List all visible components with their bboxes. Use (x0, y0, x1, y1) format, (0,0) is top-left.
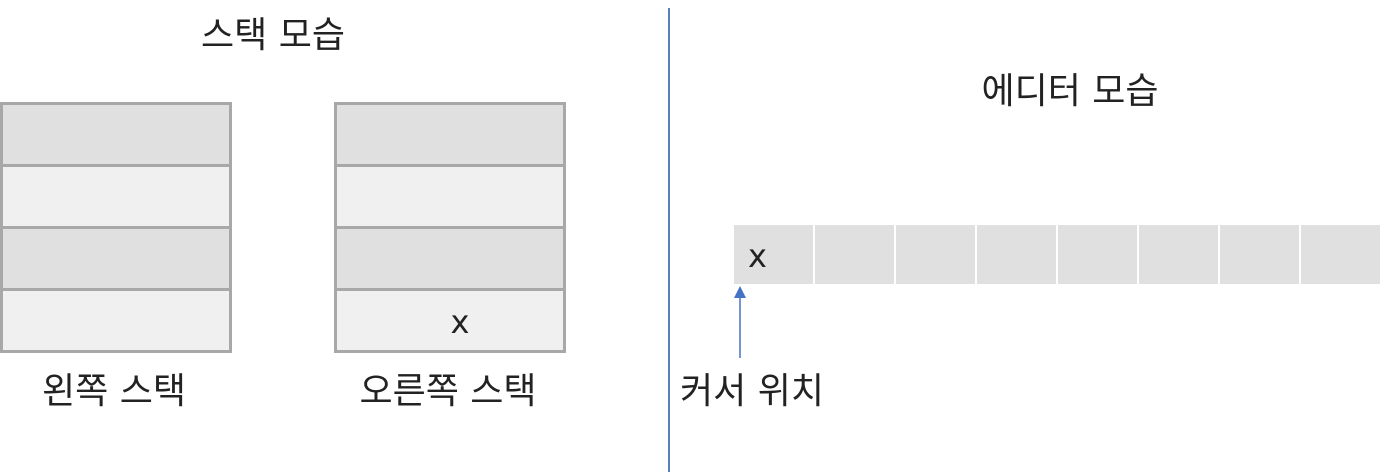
stack-cell (337, 105, 563, 167)
stack-cell (337, 229, 563, 291)
stack-view-title: 스택 모습 (201, 15, 345, 56)
left-stack (0, 102, 232, 353)
editor-cell-value: x (748, 237, 767, 275)
stack-cell (3, 105, 229, 167)
stack-cell: x (337, 291, 563, 353)
stack-cell (3, 167, 229, 229)
stack-cell (3, 291, 229, 353)
editor-cell: x (734, 225, 813, 284)
editor-buffer: x (734, 225, 1380, 284)
editor-cell (1139, 225, 1218, 284)
editor-view-title: 에디터 모습 (981, 71, 1159, 112)
right-stack: x (334, 102, 566, 353)
panel-divider (668, 8, 670, 472)
left-stack-label: 왼쪽 스택 (42, 371, 186, 412)
editor-cell (1058, 225, 1137, 284)
editor-cell (896, 225, 975, 284)
stack-cell (3, 229, 229, 291)
cursor-arrow-icon (734, 286, 746, 358)
editor-cell (1301, 225, 1380, 284)
editor-cell (977, 225, 1056, 284)
cursor-position-label: 커서 위치 (680, 371, 824, 412)
editor-cell (815, 225, 894, 284)
editor-cell (1220, 225, 1299, 284)
stack-cell (337, 167, 563, 229)
stack-cell-value: x (450, 303, 470, 341)
right-stack-label: 오른쪽 스택 (359, 371, 537, 412)
